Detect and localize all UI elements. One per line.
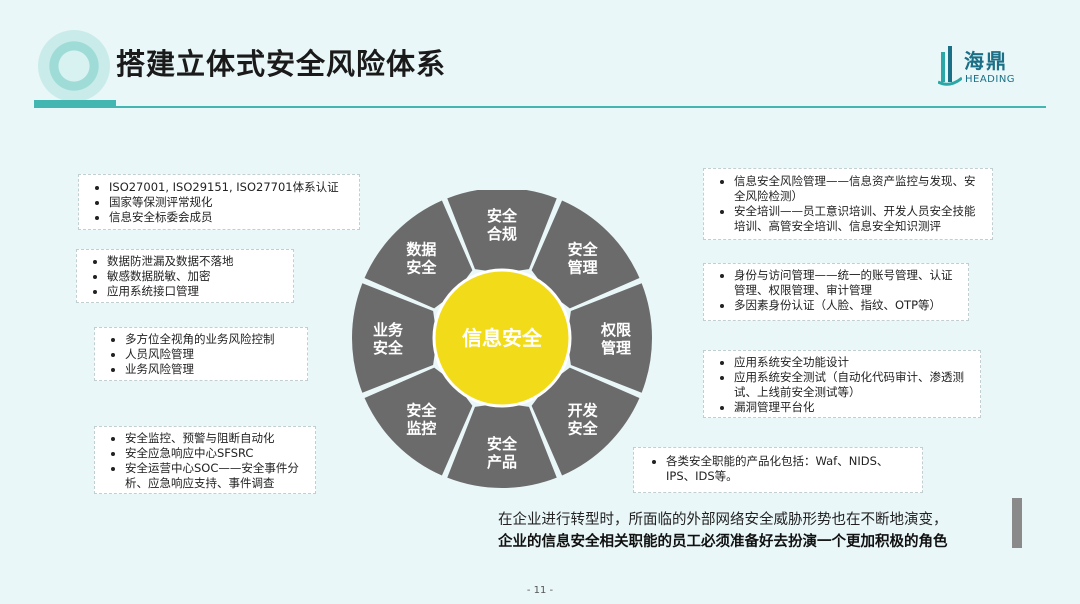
list-item: 安全培训——员工意识培训、开发人员安全技能培训、高管安全培训、信息安全知识测评 — [734, 204, 986, 234]
list-item: 信息安全标委会成员 — [109, 210, 353, 225]
segment-permission — [567, 283, 652, 393]
list-item: 安全运营中心SOC——安全事件分析、应急响应支持、事件调查 — [125, 461, 309, 491]
list-item: 应用系统安全功能设计 — [734, 355, 974, 370]
segment-label-compliance: 安全合规 — [486, 207, 518, 243]
box-security-compliance: ISO27001, ISO29151, ISO27701体系认证 国家等保测评常… — [78, 174, 360, 230]
brand-mark-icon — [938, 46, 962, 86]
list-item: 多因素身份认证（人脸、指纹、OTP等） — [734, 298, 962, 313]
title-underline-accent — [34, 100, 116, 108]
list-item: 数据防泄漏及数据不落地 — [107, 254, 287, 269]
list-item: 应用系统接口管理 — [107, 284, 287, 299]
segment-label-monitoring: 安全监控 — [406, 402, 437, 438]
list-item: 安全应急响应中心SFSRC — [125, 446, 309, 461]
segment-label-development: 开发安全 — [568, 402, 599, 438]
title-decoration-ring — [38, 30, 110, 102]
list-item: 各类安全职能的产品化包括：Waf、NIDS、IPS、IDS等。 — [666, 454, 916, 484]
brand-logo: 海鼎 HEADING — [938, 44, 1048, 90]
segment-label-data: 数据安全 — [406, 240, 437, 276]
segment-management — [531, 200, 640, 309]
segment-products — [447, 403, 557, 488]
summary-line-1: 在企业进行转型时，所面临的外部网络安全威胁形势也在不断地演变， — [498, 512, 948, 528]
center-circle — [432, 268, 572, 408]
segment-label-products: 安全产品 — [487, 435, 518, 471]
list-item: 信息安全风险管理——信息资产监控与发现、安全风险检测） — [734, 174, 986, 204]
list-item: 敏感数据脱敏、加密 — [107, 269, 287, 284]
list-item: 业务风险管理 — [125, 362, 301, 377]
box-development-security: 应用系统安全功能设计 应用系统安全测试（自动化代码审计、渗透测试、上线前安全测试… — [703, 350, 981, 418]
list-item: 多方位全视角的业务风险控制 — [125, 332, 301, 347]
segment-label-permission: 权限管理 — [600, 321, 631, 357]
box-data-security: 数据防泄漏及数据不落地 敏感数据脱敏、加密 应用系统接口管理 — [76, 249, 294, 303]
segment-business — [352, 283, 437, 393]
list-item: 人员风险管理 — [125, 347, 301, 362]
brand-name-en: HEADING — [965, 74, 1016, 85]
list-item: 漏洞管理平台化 — [734, 400, 974, 415]
summary-accent-bar — [1012, 498, 1022, 548]
list-item: 身份与访问管理——统一的账号管理、认证管理、权限管理、审计管理 — [734, 268, 962, 298]
box-business-security: 多方位全视角的业务风险控制 人员风险管理 业务风险管理 — [94, 327, 308, 381]
center-label: 信息安全 — [462, 326, 543, 350]
box-security-management: 信息安全风险管理——信息资产监控与发现、安全风险检测） 安全培训——员工意识培训… — [703, 168, 993, 240]
segment-data — [364, 200, 473, 309]
segment-compliance — [447, 190, 557, 273]
box-security-products: 各类安全职能的产品化包括：Waf、NIDS、IPS、IDS等。 — [633, 447, 923, 493]
summary-line-2: 企业的信息安全相关职能的员工必须准备好去扮演一个更加积极的角色 — [498, 534, 948, 550]
box-security-monitoring: 安全监控、预警与阻断自动化 安全应急响应中心SFSRC 安全运营中心SOC——安… — [94, 426, 316, 494]
box-permission-management: 身份与访问管理——统一的账号管理、认证管理、权限管理、审计管理 多因素身份认证（… — [703, 263, 969, 321]
list-item: ISO27001, ISO29151, ISO27701体系认证 — [109, 180, 353, 195]
title-underline — [34, 106, 1046, 108]
brand-name-cn: 海鼎 — [964, 49, 1008, 73]
list-item: 应用系统安全测试（自动化代码审计、渗透测试、上线前安全测试等） — [734, 370, 974, 400]
segment-label-management: 安全管理 — [568, 240, 599, 276]
list-item: 安全监控、预警与阻断自动化 — [125, 431, 309, 446]
page-title: 搭建立体式安全风险体系 — [116, 47, 447, 81]
page-number: - 11 - — [526, 585, 554, 596]
list-item: 国家等保测评常规化 — [109, 195, 353, 210]
segment-label-business: 业务安全 — [373, 321, 404, 357]
segment-monitoring — [364, 367, 473, 476]
segment-development — [531, 367, 640, 476]
